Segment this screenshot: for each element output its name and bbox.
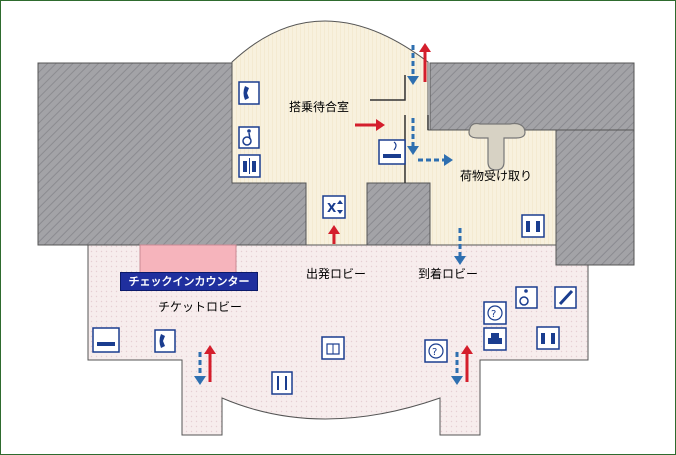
taxi-icon <box>483 327 507 351</box>
svg-text:?: ? <box>432 347 437 358</box>
boarding-lounge-label: 搭乗待合室 <box>289 100 350 114</box>
baggage-claim-label: 荷物受け取り <box>460 169 533 183</box>
checkin-counter-label: チェックインカウンター <box>120 272 258 291</box>
smoking-area-icon <box>92 327 120 353</box>
telephone-icon <box>238 81 260 105</box>
down-arrowheads <box>194 76 466 385</box>
information-icon: ? <box>483 301 507 325</box>
ticket-lobby-label: チケットロビー <box>158 300 243 314</box>
elevator-icon: X <box>322 195 346 219</box>
restroom-icon <box>238 154 261 178</box>
boarding-lounge-area <box>231 20 557 246</box>
restroom-icon <box>536 326 560 350</box>
smoking-area-icon <box>378 139 406 165</box>
arrival-lobby-label: 到着ロビー <box>418 267 479 281</box>
information-icon: ? <box>424 339 448 363</box>
baggage-carousel-icon <box>468 122 526 171</box>
wheelchair-icon <box>515 286 538 309</box>
up-arrowheads <box>204 43 473 354</box>
restroom-icon <box>521 214 545 238</box>
down-arrows <box>198 45 462 378</box>
checkin-counter-band <box>139 244 237 274</box>
restaurant-icon <box>271 371 293 395</box>
departure-lobby-label: 出発ロビー <box>306 267 367 281</box>
fire-extinguisher-icon <box>554 286 577 309</box>
svg-text:X: X <box>327 201 337 215</box>
wheelchair-icon <box>238 126 260 149</box>
svg-text:?: ? <box>491 309 496 320</box>
telephone-icon <box>154 329 176 353</box>
gift-shop-icon <box>321 336 345 360</box>
